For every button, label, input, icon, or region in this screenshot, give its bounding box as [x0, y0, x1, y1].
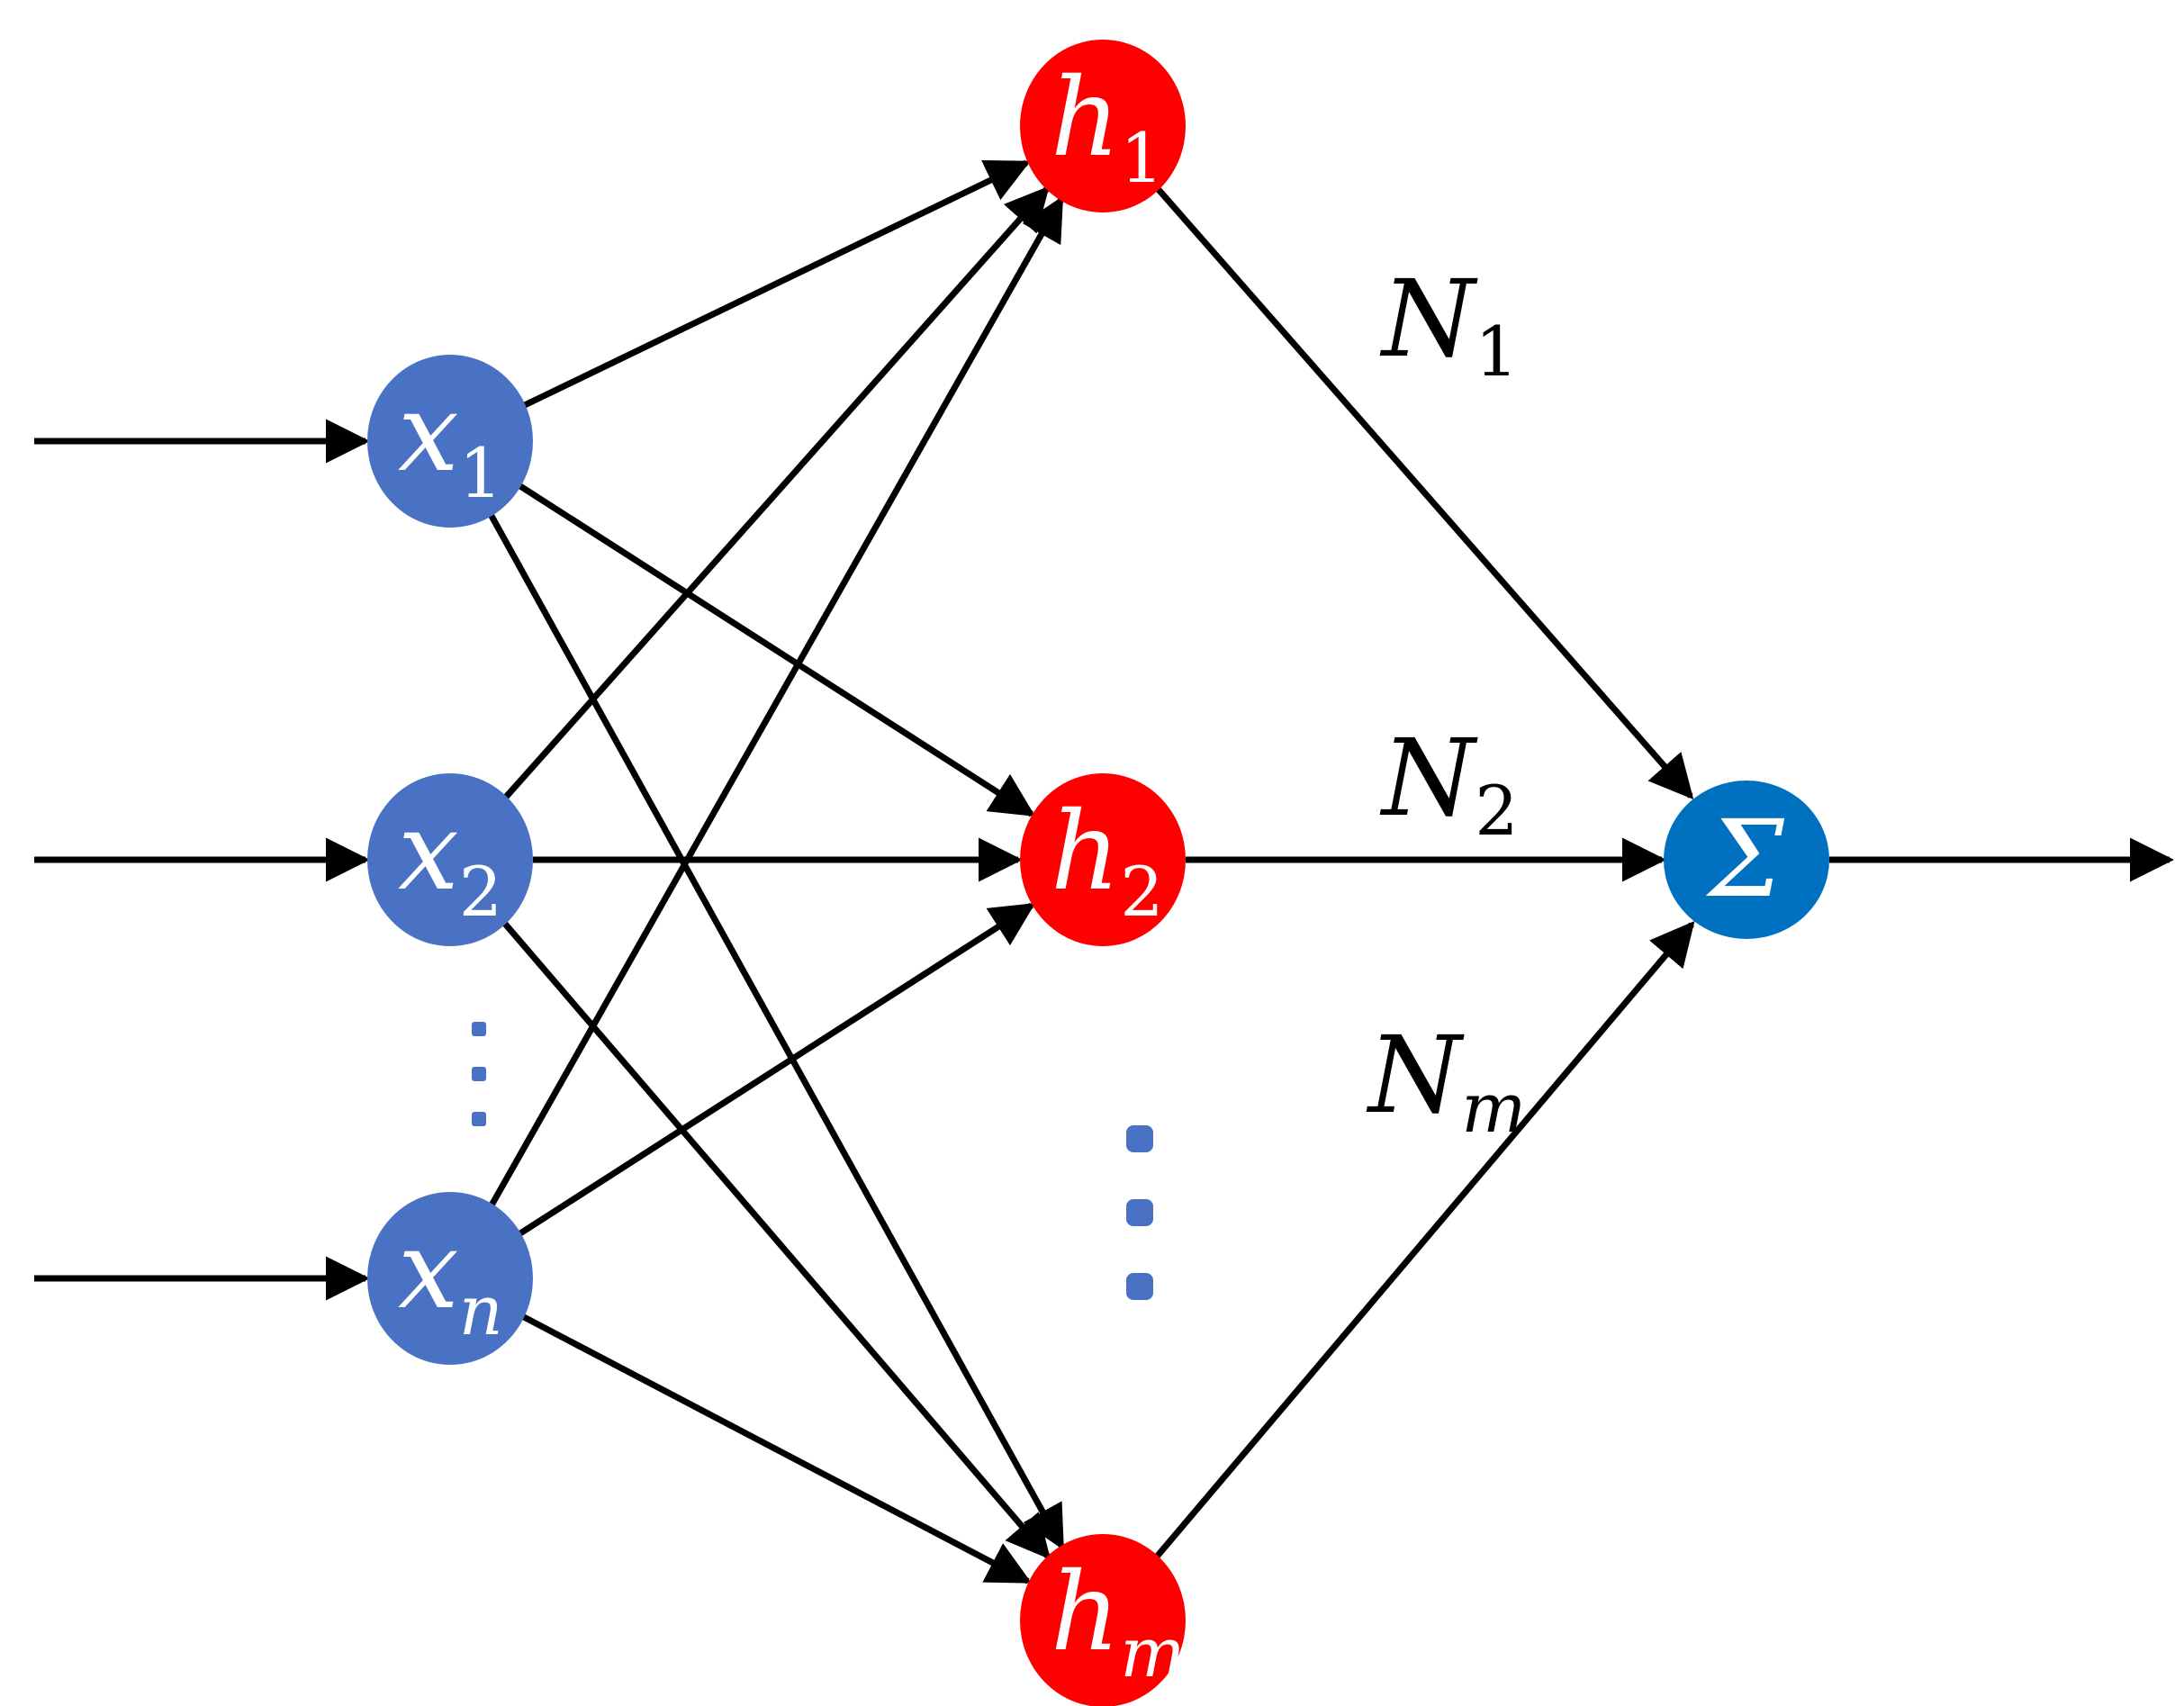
- input-node-x2-label: x2: [398, 790, 502, 932]
- sum-node-circle: [1664, 781, 1829, 939]
- hidden-node-h2-label-subscript: 2: [1120, 852, 1163, 932]
- vertical-ellipsis-hidden-icon: [1126, 1125, 1153, 1300]
- hidden-node-hm-circle: [1020, 1534, 1186, 1706]
- input-node-xn-label-subscript: n: [459, 1270, 503, 1350]
- weight-label-N1-base: N: [1379, 257, 1478, 381]
- ellipsis-dot: [472, 1067, 486, 1081]
- ellipsis-dot: [472, 1112, 486, 1126]
- hidden-node-h1-circle: [1020, 40, 1186, 212]
- hidden-node-hm-label: hm: [1051, 1550, 1185, 1692]
- vertical-ellipsis-inputs-icon: [472, 1022, 486, 1126]
- ellipsis-dot: [472, 1022, 486, 1036]
- hidden-node-hm-label-base: h: [1051, 1550, 1120, 1675]
- weight-label-Nm: Nm: [1366, 1013, 1526, 1148]
- ellipsis-dot: [1126, 1125, 1153, 1152]
- input-node-x2: x2: [367, 773, 533, 946]
- hidden-node-h2: h2: [1020, 773, 1186, 946]
- weight-label-Nm-base: N: [1366, 1013, 1465, 1137]
- weight-label-N2-subscript: 2: [1475, 771, 1518, 851]
- hidden-node-hm-label-subscript: m: [1120, 1612, 1185, 1692]
- edge-x1-h1: [523, 159, 1031, 409]
- ellipsis-dots: [472, 1022, 1153, 1300]
- input-node-x2-label-subscript: 2: [459, 852, 502, 932]
- edge-xn-h1: [488, 195, 1064, 1208]
- edge-x2-h1: [502, 185, 1050, 800]
- input-node-x1-circle: [367, 355, 533, 528]
- weight-label-N2: N2: [1379, 716, 1519, 851]
- hidden-node-h1-label: h1: [1051, 56, 1164, 198]
- edge-xn-hm: [521, 1313, 1033, 1584]
- edge-xn-h2: [518, 902, 1036, 1237]
- input-node-x1: x1: [367, 355, 533, 528]
- hidden-node-h1-label-base: h: [1051, 56, 1120, 181]
- input-node-x1-label-subscript: 1: [459, 433, 502, 513]
- input-node-xn: xn: [367, 1192, 533, 1365]
- input-node-x1-label: x1: [398, 371, 502, 513]
- weight-label-N1-subscript: 1: [1475, 311, 1518, 392]
- weight-label-N1: N1: [1379, 257, 1519, 392]
- connection-edges: [34, 159, 2174, 1584]
- edge-x1-hm: [487, 511, 1065, 1551]
- edge-h1-sum: [1155, 185, 1694, 800]
- weight-label-Nm-subscript: m: [1461, 1068, 1526, 1148]
- hidden-node-h2-label-base: h: [1051, 790, 1120, 915]
- sum-symbol: Σ: [1705, 797, 1784, 921]
- edge-x1-h2: [518, 483, 1036, 817]
- input-node-xn-label: xn: [398, 1208, 503, 1350]
- ellipsis-dot: [1126, 1273, 1153, 1300]
- hidden-node-h2-circle: [1020, 773, 1186, 946]
- hidden-node-h1: h1: [1020, 40, 1186, 212]
- weight-label-N2-base: N: [1379, 716, 1478, 840]
- input-node-xn-label-base: x: [398, 1208, 459, 1333]
- input-node-x2-label-base: x: [398, 790, 459, 915]
- input-node-x2-circle: [367, 773, 533, 946]
- hidden-node-h1-label-subscript: 1: [1120, 118, 1163, 198]
- sum-node: Σ: [1664, 781, 1829, 939]
- edge-hm-sum: [1153, 921, 1695, 1560]
- input-node-xn-circle: [367, 1192, 533, 1365]
- hidden-node-hm: hm: [1020, 1534, 1186, 1706]
- hidden-node-h2-label: h2: [1051, 790, 1164, 932]
- edge-x2-hm: [501, 920, 1051, 1560]
- ellipsis-dot: [1126, 1199, 1153, 1226]
- input-node-x1-label-base: x: [398, 371, 459, 496]
